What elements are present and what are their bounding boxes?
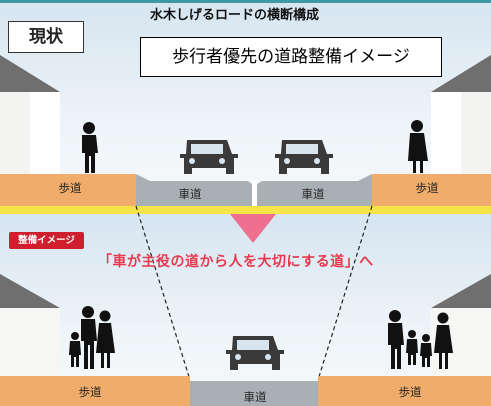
current-left-building-wall xyxy=(0,92,30,174)
current-sidewalk-right xyxy=(372,174,491,206)
current-right-building-wall xyxy=(461,92,491,174)
current-badge: 現状 xyxy=(8,21,84,53)
teal-top-strip xyxy=(0,0,491,3)
future-roadway xyxy=(190,381,318,406)
current-sidewalk-left xyxy=(0,174,136,206)
car-right-icon xyxy=(275,140,333,174)
current-roadway-left xyxy=(136,174,252,206)
guide-line-left xyxy=(135,205,191,381)
current-roadway-left-label: 車道 xyxy=(178,187,202,201)
future-sidewalk-left xyxy=(0,376,190,406)
pedestrian-woman-icon xyxy=(408,120,428,173)
current-roadway-divider xyxy=(252,181,257,206)
family-left-icon xyxy=(69,306,115,369)
down-arrow-icon xyxy=(230,214,276,243)
current-sidewalk-right-label: 歩道 xyxy=(415,181,439,195)
current-roadway-right xyxy=(257,174,372,206)
future-roadway-label: 車道 xyxy=(243,390,267,404)
future-message: 「車が主役の道から人を大切にする道」へ xyxy=(98,254,374,270)
current-left-building-opening xyxy=(30,92,60,174)
yellow-band xyxy=(0,206,491,214)
page-title: 歩行者優先の道路整備イメージ xyxy=(140,37,442,77)
future-left-building-wall xyxy=(0,308,60,376)
pedestrian-man-icon xyxy=(82,122,98,173)
future-sidewalk-right xyxy=(318,376,491,406)
current-roadway-right-label: 車道 xyxy=(301,187,325,201)
future-sidewalk-left-label: 歩道 xyxy=(78,385,102,399)
diagram-topic: 水木しげるロードの横断構成 xyxy=(150,8,320,23)
guide-line-right xyxy=(317,205,373,381)
current-right-building-opening xyxy=(431,92,461,174)
future-badge: 整備イメージ xyxy=(9,232,84,249)
family-right-icon xyxy=(388,310,453,369)
future-sidewalk-right-label: 歩道 xyxy=(398,385,422,399)
car-future-icon xyxy=(226,336,284,370)
current-sidewalk-left-label: 歩道 xyxy=(58,181,82,195)
car-left-icon xyxy=(180,140,238,174)
